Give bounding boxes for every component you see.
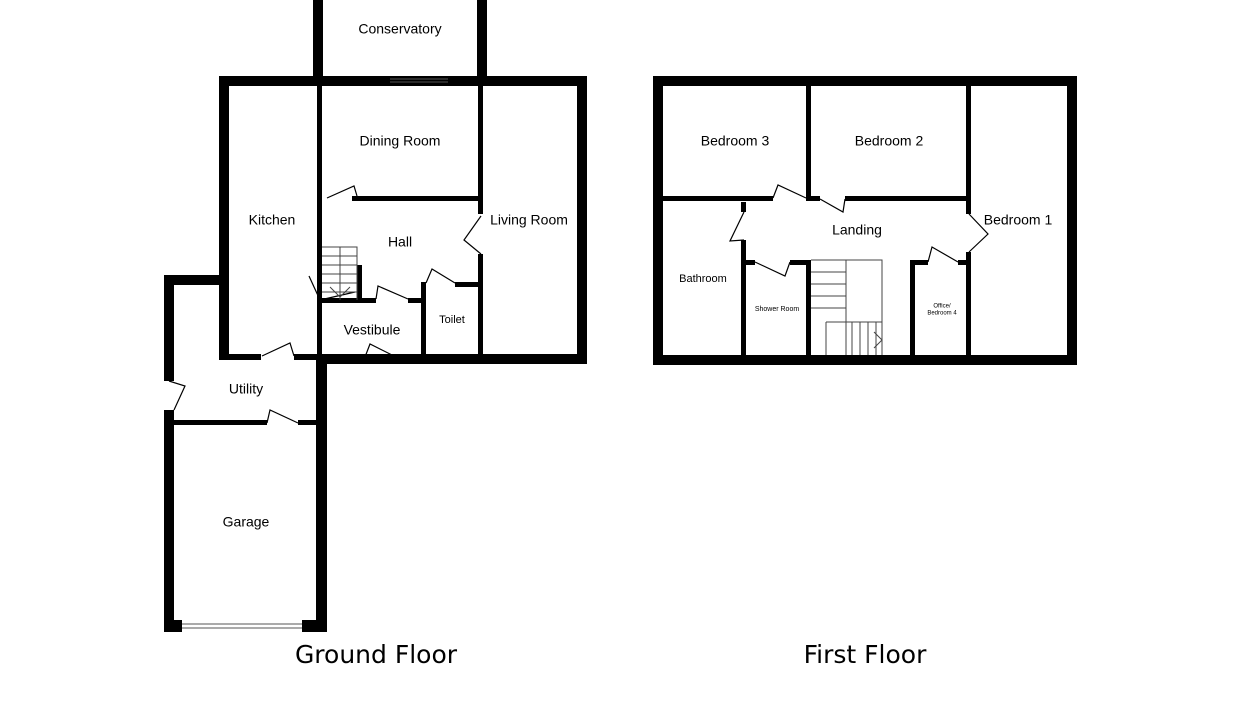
ground-floor-windows: [182, 78, 448, 629]
room-label-toilet: Toilet: [439, 314, 465, 326]
room-label-bathroom: Bathroom: [679, 273, 727, 285]
ground-floor-doors: [168, 185, 482, 424]
room-label-shower-room: Shower Room: [755, 306, 800, 313]
room-label-office-line-2: Bedroom 4: [927, 311, 957, 317]
floor-label-ground: Ground Floor: [295, 640, 458, 669]
ground-floor-staircase: [322, 246, 358, 300]
room-label-utility: Utility: [229, 381, 263, 397]
floor-label-first: First Floor: [804, 640, 927, 669]
room-label-office-line-1: Office/: [933, 304, 951, 310]
first-floor-room-labels: Bedroom 3 Bedroom 2 Bedroom 1 Landing Ba…: [679, 133, 1052, 317]
room-label-dining-room: Dining Room: [360, 133, 441, 149]
first-floor-doors: [729, 184, 989, 277]
room-label-living-room: Living Room: [490, 212, 568, 228]
ground-floor-room-labels: Conservatory Dining Room Kitchen Hall Li…: [223, 21, 568, 530]
room-label-kitchen: Kitchen: [249, 212, 296, 228]
room-label-hall: Hall: [388, 234, 412, 250]
room-label-bedroom-2: Bedroom 2: [855, 133, 924, 149]
room-label-vestibule: Vestibule: [344, 322, 401, 338]
room-label-conservatory: Conservatory: [358, 21, 441, 37]
room-label-bedroom-1: Bedroom 1: [984, 212, 1053, 228]
room-label-landing: Landing: [832, 222, 882, 238]
first-floor-walls: [653, 76, 1077, 365]
first-floor-plan: Bedroom 3 Bedroom 2 Bedroom 1 Landing Ba…: [653, 76, 1077, 669]
first-floor-staircase: [811, 259, 883, 355]
ground-floor-plan: Conservatory Dining Room Kitchen Hall Li…: [164, 0, 587, 669]
ground-floor-walls: [164, 0, 587, 632]
room-label-garage: Garage: [223, 514, 270, 530]
room-label-bedroom-3: Bedroom 3: [701, 133, 770, 149]
